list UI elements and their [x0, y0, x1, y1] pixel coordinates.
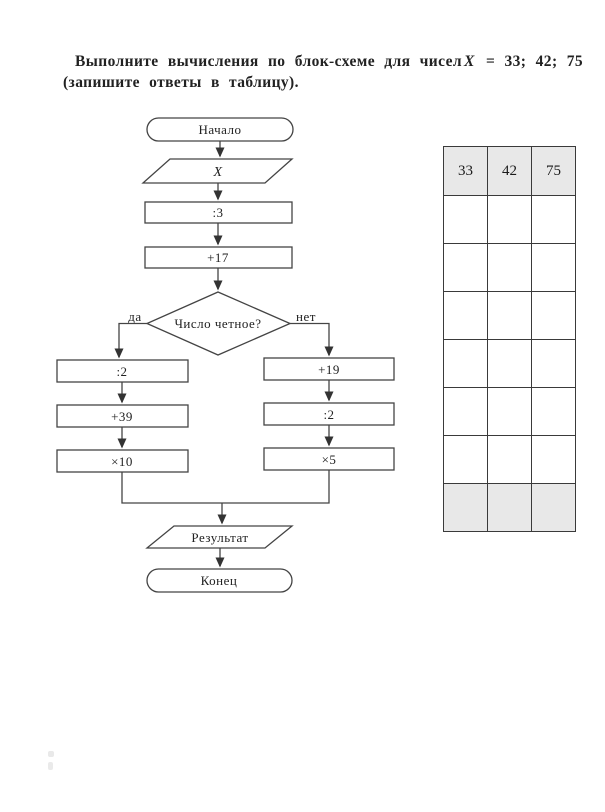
answer-table: 33 42 75: [443, 146, 576, 532]
left-process-times-10: ×10: [56, 449, 189, 473]
table-cell: [531, 243, 576, 292]
answer-table-header-row: 33 42 75: [443, 146, 576, 196]
left-process-plus-39: +39: [56, 404, 189, 428]
table-cell: [443, 387, 488, 436]
table-cell: [531, 435, 576, 484]
merge-connector: [121, 470, 330, 504]
branch-yes-label: да: [128, 309, 141, 324]
right-process-divide-2: :2: [263, 402, 395, 426]
table-cell: [487, 195, 532, 244]
table-row: [443, 243, 576, 292]
arrow-decision-no: [290, 322, 334, 357]
title-variable-x: X: [463, 53, 475, 70]
right-process-divide-2-label: :2: [323, 407, 334, 422]
end-node: Конец: [146, 568, 293, 593]
table-row: [443, 339, 576, 388]
header-cell-75: 75: [531, 146, 576, 196]
header-cell-33: 33: [443, 146, 488, 196]
left-process-divide-2-label: :2: [116, 364, 127, 379]
table-row: [443, 291, 576, 340]
table-cell: [531, 291, 576, 340]
table-cell: [487, 387, 532, 436]
start-node: Начало: [146, 117, 294, 142]
process-plus-17: +17: [144, 246, 293, 269]
table-cell: [443, 483, 488, 532]
process-plus-17-label: +17: [207, 250, 229, 265]
title-text: Выполните вычисления по блок-схеме для ч…: [75, 53, 462, 70]
decision-node: Число четное?: [145, 291, 292, 356]
title-line-1: Выполните вычисления по блок-схеме для ч…: [0, 51, 605, 72]
title-line-2: (запишите ответы в таблицу).: [63, 74, 299, 91]
table-cell: [443, 195, 488, 244]
right-process-times-5: ×5: [263, 447, 395, 471]
left-process-times-10-label: ×10: [111, 454, 133, 469]
output-node-label: Результат: [191, 530, 248, 545]
table-row: [443, 435, 576, 484]
table-cell: [443, 243, 488, 292]
table-cell: [443, 291, 488, 340]
arrow-decision-yes: [114, 322, 147, 359]
table-row: [443, 195, 576, 244]
answer-table-footer-row: [443, 483, 576, 532]
right-process-plus-19-label: +19: [318, 362, 340, 377]
left-process-plus-39-label: +39: [111, 409, 133, 424]
right-process-times-5-label: ×5: [322, 452, 337, 467]
table-cell: [531, 195, 576, 244]
table-cell: [487, 483, 532, 532]
table-cell: [531, 483, 576, 532]
input-node-label: X: [212, 165, 222, 180]
table-cell: [531, 339, 576, 388]
end-node-label: Конец: [201, 573, 238, 588]
start-node-label: Начало: [198, 122, 241, 137]
title-values: = 33; 42; 75: [486, 53, 584, 70]
decision-node-label: Число четное?: [174, 316, 261, 331]
exercise-title: Выполните вычисления по блок-схеме для ч…: [0, 51, 605, 93]
table-cell: [487, 291, 532, 340]
table-cell: [487, 243, 532, 292]
right-process-plus-19: +19: [263, 357, 395, 381]
table-cell: [531, 387, 576, 436]
print-artifact: [46, 750, 56, 772]
branch-no-label: нет: [296, 309, 316, 324]
header-cell-42: 42: [487, 146, 532, 196]
table-cell: [487, 339, 532, 388]
process-divide-3-label: :3: [212, 205, 223, 220]
table-cell: [443, 339, 488, 388]
left-process-divide-2: :2: [56, 359, 189, 383]
table-cell: [487, 435, 532, 484]
process-divide-3: :3: [144, 201, 293, 224]
output-node: Результат: [145, 525, 294, 549]
table-row: [443, 387, 576, 436]
table-cell: [443, 435, 488, 484]
input-node: X: [141, 158, 294, 184]
